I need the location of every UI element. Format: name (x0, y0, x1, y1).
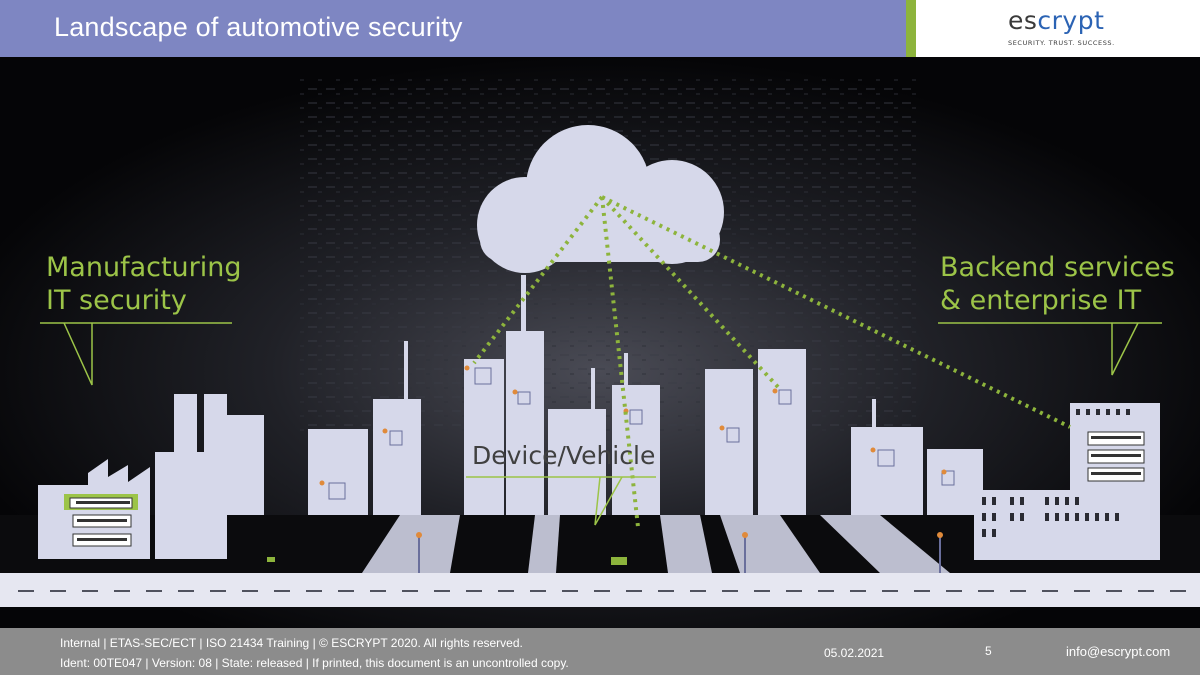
manufacturing-label-line2: IT security (46, 285, 187, 316)
accent-bar (906, 0, 916, 57)
backend-callout (1111, 322, 1139, 376)
device-callout (594, 476, 623, 526)
footer-line1: Internal | ETAS-SEC/ECT | ISO 21434 Trai… (60, 636, 523, 650)
city-buildings (308, 275, 983, 515)
manufacturing-label: Manufacturing IT security (46, 251, 242, 317)
backend-label-line1: Backend services (940, 252, 1175, 283)
device-label: Device/Vehicle (472, 441, 656, 470)
slide-title: Landscape of automotive security (54, 12, 463, 42)
connection-lines (472, 195, 1071, 528)
footer: Internal | ETAS-SEC/ECT | ISO 21434 Trai… (0, 628, 1200, 675)
cloud-icon (477, 125, 724, 273)
server-rack-icon (1087, 431, 1145, 482)
footer-date: 05.02.2021 (824, 646, 885, 660)
title-bar: Landscape of automotive security (0, 0, 906, 57)
device-chips (328, 367, 955, 500)
footer-line2: Ident: 00TE047 | Version: 08 | State: re… (60, 656, 569, 670)
streetlamp-icon (416, 532, 943, 573)
manufacturing-label-line1: Manufacturing (46, 252, 242, 283)
city-illustration (0, 57, 1200, 628)
manufacturing-callout (63, 322, 93, 386)
backend-label-line2: & enterprise IT (940, 285, 1142, 316)
logo-tagline: SECURITY. TRUST. SUCCESS. (1008, 39, 1115, 47)
server-rack-icon (64, 494, 138, 547)
wifi-icon (319, 365, 947, 486)
page-number: 5 (985, 644, 992, 658)
logo: escrypt SECURITY. TRUST. SUCCESS. (916, 0, 1200, 57)
backend-label: Backend services & enterprise IT (940, 251, 1175, 317)
logo-wordmark: escrypt (1008, 6, 1105, 35)
footer-email[interactable]: info@escrypt.com (1066, 644, 1171, 659)
illustration: Manufacturing IT security Backend servic… (0, 57, 1200, 628)
